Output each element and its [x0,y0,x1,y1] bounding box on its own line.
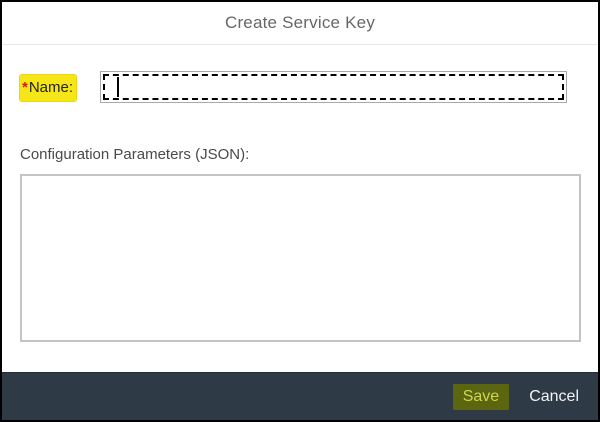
dialog-body: *Name: Configuration Parameters (JSON): [2,45,598,372]
name-input[interactable] [103,74,564,100]
dialog-title: Create Service Key [224,13,376,32]
text-cursor-caret [117,77,119,97]
name-label-text: Name: [28,78,74,96]
required-asterisk: * [22,78,28,96]
cancel-button[interactable]: Cancel [523,384,585,410]
name-label-highlight: *Name: [20,74,77,101]
save-button[interactable]: Save [452,383,510,410]
config-parameters-textarea[interactable] [20,174,581,342]
name-label: *Name: [20,74,100,101]
name-field-row: *Name: [20,71,579,103]
config-parameters-label: Configuration Parameters (JSON): [20,146,250,163]
name-input-wrapper [100,71,567,103]
dialog-header: Create Service Key [2,2,598,45]
dialog-footer: Save Cancel [2,372,598,420]
